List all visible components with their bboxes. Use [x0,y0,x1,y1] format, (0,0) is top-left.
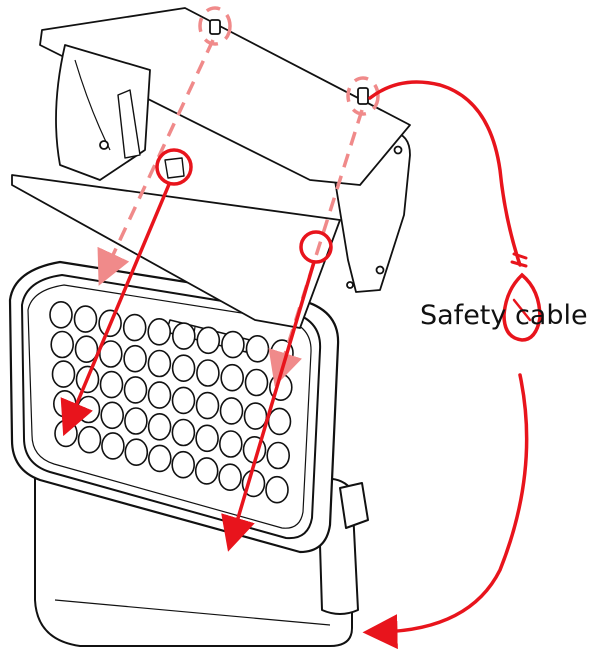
led-lens [77,425,102,454]
barndoor-front-flap [11,174,341,329]
side-stud [357,87,369,105]
led-lens [219,397,244,425]
led-lens [243,402,268,430]
led-lens [171,386,196,415]
led-lens [196,359,220,387]
led-lens [100,401,124,430]
led-lens [196,326,221,355]
led-lens [171,450,195,479]
led-lens [219,430,243,458]
hole-marker [299,230,333,264]
led-lens [171,418,196,447]
led-lens [267,407,292,436]
led-lens [122,313,147,342]
led-lens [101,432,125,460]
barndoor [11,7,411,329]
top-stud [209,19,221,35]
led-lens [218,463,242,492]
led-lens [195,424,219,453]
led-lens [147,317,171,346]
mounting-arrows [60,148,333,552]
led-lens [147,349,172,378]
barndoor-top-flap [39,7,411,186]
led-lens [265,475,289,504]
led-lens [221,330,245,359]
led-lens [50,330,75,359]
led-lens [73,305,98,333]
led-lens [123,344,147,373]
led-lens [195,391,220,420]
led-lens [124,438,149,467]
led-lens [245,334,270,363]
clip-marker [155,148,193,186]
led-lens [76,395,101,424]
led-lens [194,457,219,485]
barndoor-left-wing [55,44,151,181]
yoke-knob [339,482,369,529]
led-lens [49,300,73,329]
carabiner-icon [502,272,542,342]
led-lens [123,376,148,404]
led-lens [172,322,196,350]
led-lens [51,360,76,388]
led-lens [54,419,78,448]
safety-cable-label: Safety cable [420,300,588,331]
led-lens [147,381,172,409]
led-lens [220,363,244,392]
led-lens [99,370,124,399]
led-lens [99,340,123,368]
led-lens [171,354,196,383]
led-lens [124,407,148,435]
led-lens [147,412,172,441]
safety-cable [362,80,542,650]
led-lens [74,335,99,364]
led-lens [244,368,269,397]
cable-line [368,80,522,267]
led-lens [148,444,172,473]
cable-down-arrow [362,373,529,650]
led-lens [266,441,291,470]
alignment-guides [97,6,380,387]
